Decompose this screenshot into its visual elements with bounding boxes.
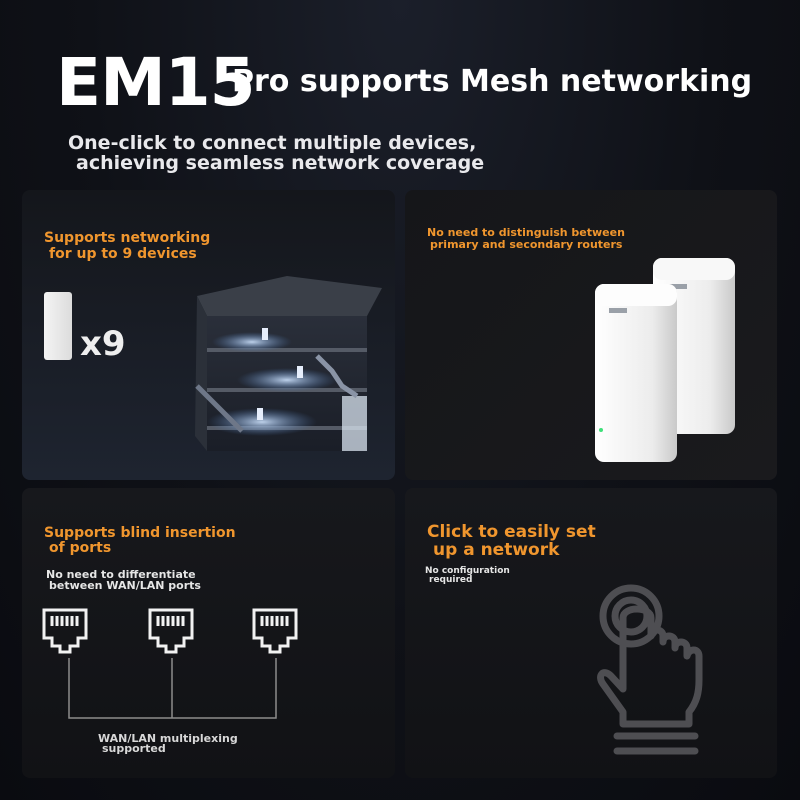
header-subtitle: One-click to connect multiple devices, a… <box>68 133 484 173</box>
ports-note: No need to differentiate between WAN/LAN… <box>46 569 201 591</box>
ethernet-ports-diagram <box>42 608 298 719</box>
roles-heading: No need to distinguish between primary a… <box>427 227 625 251</box>
panel-roles: No need to distinguish between primary a… <box>405 190 777 480</box>
panel-setup: Click to easily set up a network No conf… <box>405 488 777 778</box>
setup-note: No configuration required <box>425 567 510 585</box>
roles-heading-line-2: primary and secondary routers <box>430 238 623 251</box>
router-pair-illustration <box>595 258 735 462</box>
ethernet-port-icon <box>252 608 298 654</box>
ports-footer: WAN/LAN multiplexing supported <box>98 732 238 755</box>
ethernet-port-icon <box>42 608 88 654</box>
roles-heading-line-1: No need to distinguish between <box>427 226 625 239</box>
subtitle-line-1: One-click to connect multiple devices, <box>68 132 477 154</box>
setup-note-line-1: No configuration <box>425 566 510 576</box>
header-title: Pro supports Mesh networking <box>232 64 753 99</box>
ports-note-line-1: No need to differentiate <box>46 568 196 581</box>
panel-networking: Supports networking for up to 9 devices … <box>22 190 395 480</box>
networking-heading-line-2: for up to 9 devices <box>49 246 197 262</box>
router-mini-icon <box>44 292 72 360</box>
setup-note-line-2: required <box>429 575 473 585</box>
setup-heading-line-1: Click to easily set <box>427 522 596 542</box>
subtitle-line-2: achieving seamless network coverage <box>76 152 485 174</box>
ports-footer-line-1: WAN/LAN multiplexing <box>98 732 238 745</box>
ports-footer-line-2: supported <box>102 742 166 755</box>
ports-heading-line-2: of ports <box>49 540 112 556</box>
panel-ports: Supports blind insertion of ports No nee… <box>22 488 395 778</box>
device-count: x9 <box>80 324 126 364</box>
setup-heading: Click to easily set up a network <box>427 523 596 559</box>
house-illustration <box>195 276 382 451</box>
networking-heading-line-1: Supports networking <box>44 230 211 246</box>
ports-note-line-2: between WAN/LAN ports <box>49 579 201 592</box>
ethernet-port-icon <box>148 608 194 654</box>
networking-heading: Supports networking for up to 9 devices <box>44 230 210 262</box>
ports-heading-line-1: Supports blind insertion <box>44 525 236 541</box>
setup-heading-line-2: up a network <box>433 540 560 560</box>
ports-heading: Supports blind insertion of ports <box>44 526 236 556</box>
tap-hand-icon <box>597 584 703 755</box>
header-model: EM15 <box>56 44 256 121</box>
